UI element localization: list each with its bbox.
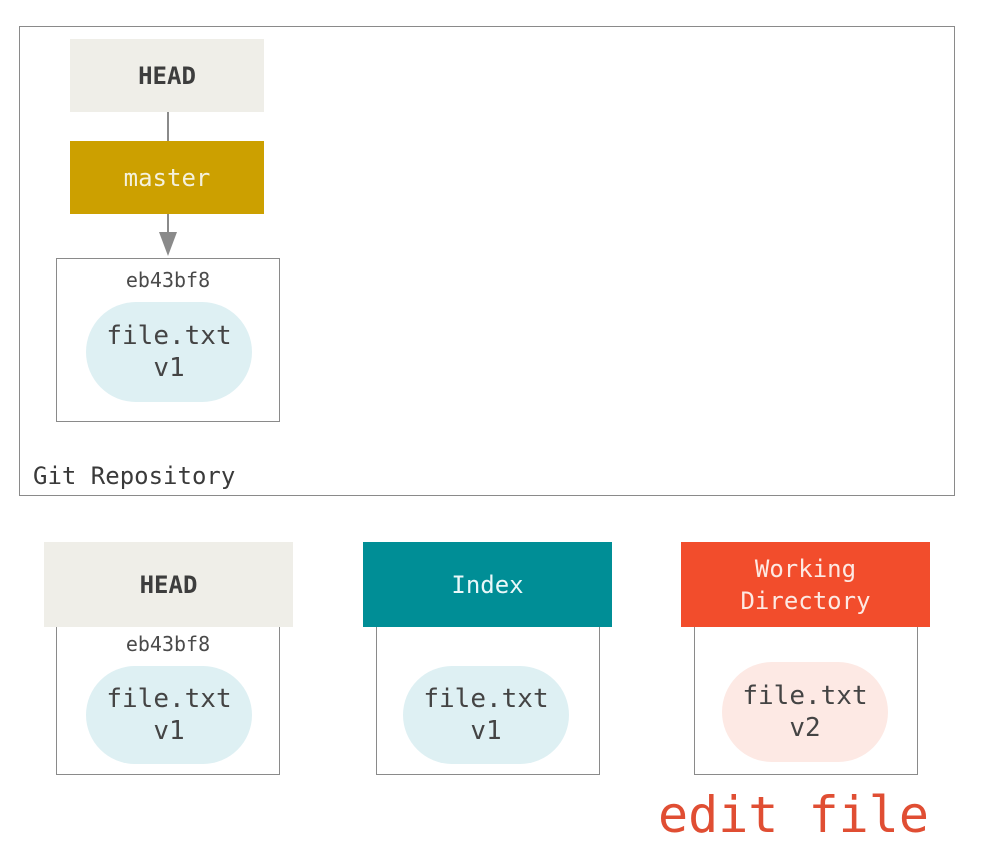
head-tree-header: HEAD [44,542,293,627]
git-repository-label: Git Repository [33,462,236,490]
commit-file-blob: file.txt v1 [86,302,252,402]
head-tree-file-blob: file.txt v1 [86,666,252,764]
commit-file-name: file.txt [106,321,232,351]
commit-hash: eb43bf8 [125,268,211,292]
head-tree-file-name: file.txt [106,684,232,714]
master-branch-label: master [70,141,264,214]
repo-head-label: HEAD [70,39,264,112]
working-directory-file-version: v2 [789,713,821,743]
edit-file-action-label: edit file [658,786,929,844]
head-tree-file-version: v1 [153,716,185,746]
working-directory-file-blob: file.txt v2 [722,662,888,762]
working-directory-file-name: file.txt [742,681,868,711]
working-directory-tree-header: Working Directory [681,542,930,627]
index-tree-file-name: file.txt [423,684,549,714]
index-tree-header: Index [363,542,612,627]
index-tree-file-version: v1 [470,716,502,746]
head-tree-hash: eb43bf8 [125,632,211,656]
commit-file-version: v1 [153,353,185,383]
index-tree-file-blob: file.txt v1 [403,666,569,764]
